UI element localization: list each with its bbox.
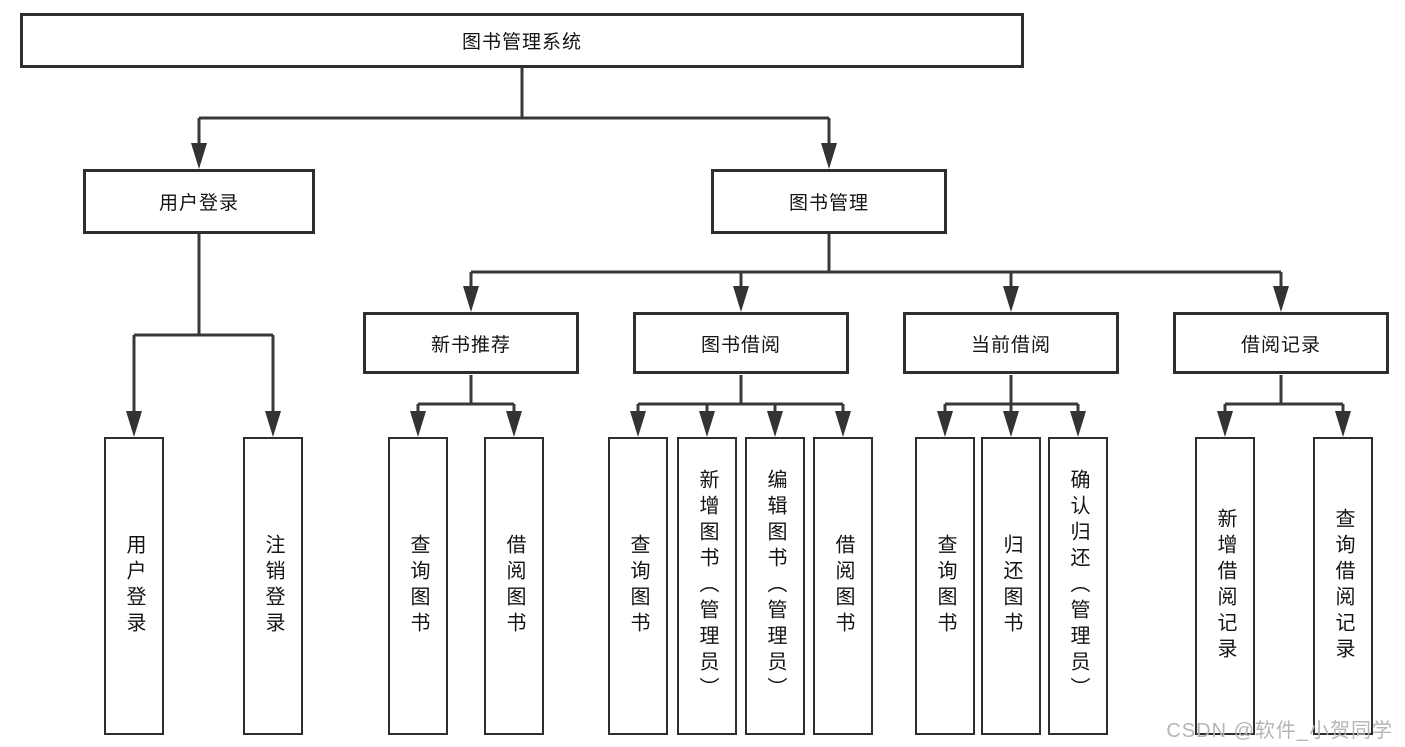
csdn-watermark: CSDN @软件_小贺同学 xyxy=(1166,720,1393,742)
connector-books-branch xyxy=(469,234,1283,290)
leaf-newbooks-borrow-books: 借阅图书 xyxy=(484,437,544,735)
node-current-borrow: 当前借阅 xyxy=(903,312,1119,374)
leaf-logout: 注销登录 xyxy=(243,437,303,735)
leaf-borrow-borrow-books: 借阅图书 xyxy=(813,437,873,735)
connector-records-children xyxy=(1223,375,1345,416)
connector-user-branch xyxy=(132,234,275,415)
node-root-system: 图书管理系统 xyxy=(20,13,1024,68)
node-user-login-branch: 用户登录 xyxy=(83,169,315,234)
node-book-management-branch: 图书管理 xyxy=(711,169,947,234)
leaf-current-return-books: 归还图书 xyxy=(981,437,1041,735)
connector-borrow-children xyxy=(636,375,845,416)
connector-current-children xyxy=(943,375,1080,416)
connector-root-to-level2 xyxy=(197,68,831,147)
node-new-book-recommend: 新书推荐 xyxy=(363,312,579,374)
connector-newbooks-children xyxy=(416,375,516,416)
node-borrow-records: 借阅记录 xyxy=(1173,312,1389,374)
leaf-records-query-record: 查询借阅记录 xyxy=(1313,437,1373,735)
node-book-borrow: 图书借阅 xyxy=(633,312,849,374)
leaf-borrow-query-books: 查询图书 xyxy=(608,437,668,735)
arrowheads xyxy=(126,143,1351,437)
leaf-borrow-edit-books-admin: 编辑图书（管理员） xyxy=(745,437,805,735)
leaf-borrow-add-books-admin: 新增图书（管理员） xyxy=(677,437,737,735)
leaf-user-login: 用户登录 xyxy=(104,437,164,735)
leaf-current-confirm-return-admin: 确认归还（管理员） xyxy=(1048,437,1108,735)
leaf-current-query-books: 查询图书 xyxy=(915,437,975,735)
leaf-newbooks-query-books: 查询图书 xyxy=(388,437,448,735)
leaf-records-add-record: 新增借阅记录 xyxy=(1195,437,1255,735)
